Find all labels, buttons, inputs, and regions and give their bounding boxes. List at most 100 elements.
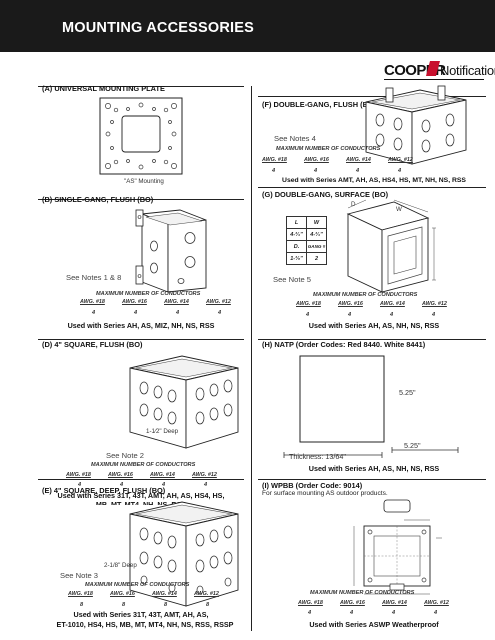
square-deep-box-drawing (129, 501, 239, 607)
section-g-title: (G) DOUBLE-GANG, SURFACE (BO) (262, 190, 389, 199)
section-b-note: See Notes 1 & 8 (66, 273, 122, 282)
natp-thickness: Thickness: 13/64" (289, 452, 346, 461)
divider-a (38, 86, 244, 87)
column-awg16: AWG. #16 (340, 600, 365, 606)
table-row: 1-³⁄₈" 2 (286, 252, 327, 265)
section-d-depth: 1-1⁄2" Deep (146, 428, 179, 435)
section-e-conductor-values: 8 8 8 8 (80, 602, 248, 608)
double-gang-surface-box-drawing (346, 199, 436, 293)
section-i-max-label: MAXIMUM NUMBER OF CONDUCTORS (310, 590, 415, 596)
value-awg18: 8 (80, 602, 84, 608)
column-awg18: AWG. #18 (296, 301, 321, 307)
divider-i (258, 479, 486, 480)
value-awg12: 8 (206, 602, 210, 608)
section-f-note: See Notes 4 (274, 134, 316, 143)
table-cell: 4-³⁄₄" (286, 228, 307, 241)
section-g-note: See Note 5 (273, 275, 311, 284)
logo-underline (384, 79, 484, 81)
section-e-note: See Note 3 (60, 571, 98, 580)
column-awg12: AWG. #12 (422, 301, 447, 307)
page-title: MOUNTING ACCESSORIES (62, 20, 254, 36)
column-awg18: AWG. #18 (68, 591, 93, 597)
section-b-conductor-values: 4 4 4 4 (92, 310, 260, 316)
column-awg14: AWG. #14 (380, 301, 405, 307)
column-awg12: AWG. #12 (192, 472, 217, 478)
section-d-title: (D) 4" SQUARE, FLUSH (BO) (42, 340, 143, 349)
table-row: 4-³⁄₄" 4-³⁄₄" (286, 228, 327, 241)
dimension-table: L W 4-³⁄₄" 4-³⁄₄" D. GANG # 1-³⁄₈" 2 (286, 216, 327, 265)
value-awg18: 4 (272, 168, 276, 174)
section-i-subtitle: For surface mounting AS outdoor products… (262, 490, 388, 497)
dimension-w-label: W (396, 206, 402, 213)
section-d-conductor-header: AWG. #18 AWG. #16 AWG. #14 AWG. #12 (66, 472, 234, 478)
column-awg12: AWG. #12 (388, 157, 413, 163)
table-row: L W (286, 216, 327, 229)
section-h-title: (H) NATP (Order Codes: Red 8440. White 8… (262, 340, 426, 349)
section-e-used-with-line2: ET-1010, HS4, HS, MB, MT, MT4, NH, NS, R… (56, 620, 234, 629)
section-f-max-label: MAXIMUM NUMBER OF CONDUCTORS (276, 146, 381, 152)
column-awg14: AWG. #14 (152, 591, 177, 597)
section-d-note: See Note 2 (106, 451, 144, 460)
column-awg12: AWG. #12 (424, 600, 449, 606)
section-e-conductor-header: AWG. #18 AWG. #16 AWG. #14 AWG. #12 (68, 591, 236, 597)
table-cell: L (286, 216, 307, 229)
value-awg18: 4 (306, 312, 310, 318)
value-awg14: 4 (176, 310, 180, 316)
natp-height-dimension: 5.25" (399, 388, 416, 397)
logo-product: Notification (440, 63, 495, 78)
table-cell: 2 (306, 252, 327, 265)
section-b-max-label: MAXIMUM NUMBER OF CONDUCTORS (96, 291, 201, 297)
value-awg12: 4 (204, 482, 208, 488)
column-awg16: AWG. #16 (108, 472, 133, 478)
column-awg14: AWG. #14 (382, 600, 407, 606)
value-awg16: 4 (314, 168, 318, 174)
value-awg18: 4 (92, 310, 96, 316)
section-i-conductor-values: 4 4 4 4 (308, 610, 476, 616)
column-awg14: AWG. #14 (164, 299, 189, 305)
section-f-conductor-values: 4 4 4 4 (272, 168, 440, 174)
value-awg14: 4 (356, 168, 360, 174)
section-d-conductor-values: 4 4 4 4 (78, 482, 246, 488)
as-mounting-caption: "AS" Mounting (124, 178, 164, 185)
square-flush-box-drawing (129, 355, 239, 449)
section-g-used-with: Used with Series AH, AS, NH, NS, RSS (308, 321, 440, 330)
divider-h (258, 339, 486, 340)
section-g-max-label: MAXIMUM NUMBER OF CONDUCTORS (313, 292, 418, 298)
value-awg16: 4 (348, 312, 352, 318)
column-awg14: AWG. #14 (150, 472, 175, 478)
section-g-conductor-header: AWG. #18 AWG. #16 AWG. #14 AWG. #12 (296, 301, 464, 307)
dimension-d-label: D (351, 201, 356, 208)
column-awg18: AWG. #18 (298, 600, 323, 606)
natp-plate-drawing (283, 355, 459, 458)
section-e-depth: 2-1/8" Deep (104, 562, 137, 569)
value-awg16: 4 (350, 610, 354, 616)
column-awg14: AWG. #14 (346, 157, 371, 163)
double-gang-flush-box-drawing (365, 85, 467, 165)
value-awg14: 4 (392, 610, 396, 616)
column-awg18: AWG. #18 (66, 472, 91, 478)
value-awg18: 4 (308, 610, 312, 616)
section-b-title: (B) SINGLE-GANG, FLUSH (BO) (42, 195, 154, 204)
section-d-max-label: MAXIMUM NUMBER OF CONDUCTORS (91, 462, 196, 468)
value-awg12: 4 (434, 610, 438, 616)
section-g-conductor-values: 4 4 4 4 (306, 312, 474, 318)
column-awg18: AWG. #18 (262, 157, 287, 163)
table-cell: 1-³⁄₈" (286, 252, 307, 265)
value-awg16: 4 (134, 310, 138, 316)
value-awg18: 4 (78, 482, 82, 488)
value-awg12: 4 (398, 168, 402, 174)
section-d-used-with-line2: MB, MT, MT4, NH, NS, RSS (95, 500, 187, 505)
table-cell: D. (286, 240, 307, 253)
value-awg14: 4 (162, 482, 166, 488)
value-awg16: 4 (120, 482, 124, 488)
column-awg12: AWG. #12 (194, 591, 219, 597)
table-cell: GANG # (306, 240, 327, 253)
column-awg16: AWG. #16 (110, 591, 135, 597)
value-awg12: 4 (432, 312, 436, 318)
mounting-plate-drawing (99, 97, 183, 175)
divider-g (258, 187, 486, 188)
section-f-used-with: Used with Series AMT, AH, AS, HS4, HS, M… (282, 177, 466, 184)
table-row: D. GANG # (286, 240, 327, 253)
section-f-conductor-header: AWG. #18 AWG. #16 AWG. #14 AWG. #12 (262, 157, 430, 163)
section-e-title: (E) 4" SQUARE, DEEP, FLUSH (BO) (42, 486, 166, 495)
